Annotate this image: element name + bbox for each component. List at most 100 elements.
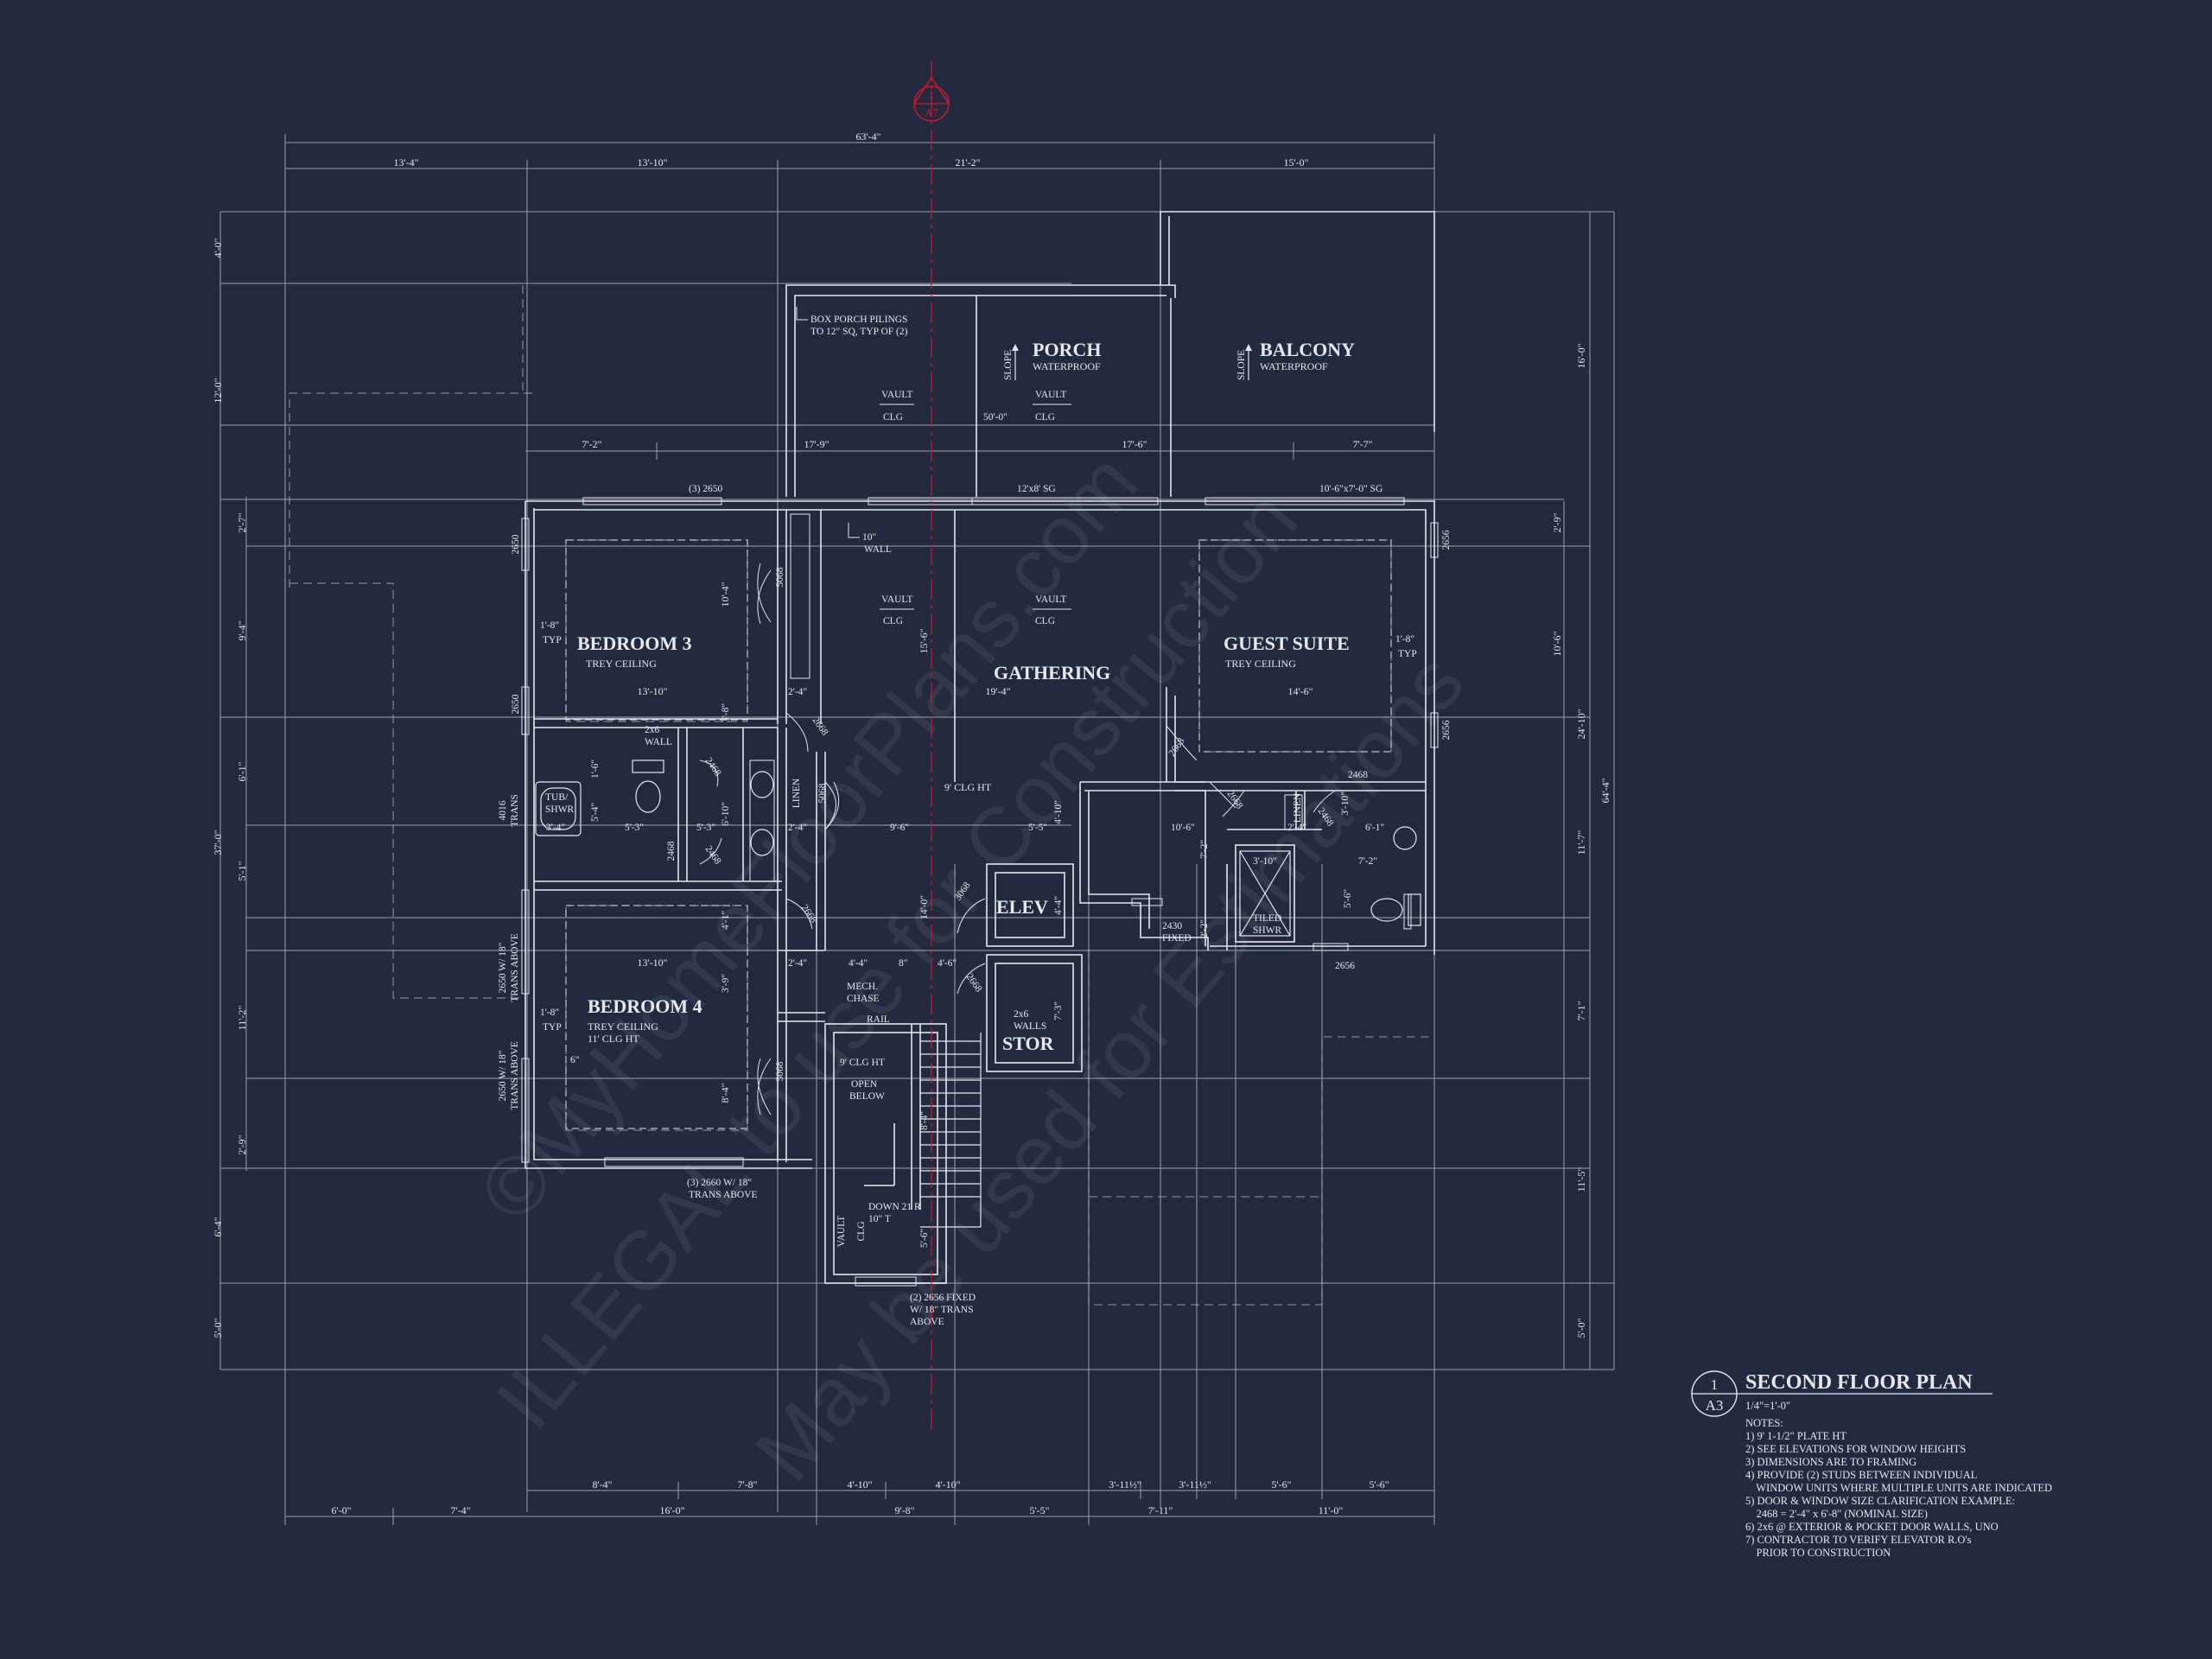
room-note-bedroom-3: TREY CEILING	[586, 658, 657, 670]
dim-2-4-c: 2'-4"	[1287, 823, 1306, 833]
tub-label-2: SHWR	[545, 804, 575, 815]
dim-9-6: 9'-6"	[890, 823, 909, 833]
dim-5-3-b: 5'-3"	[696, 823, 715, 833]
note-4: 4) PROVIDE (2) STUDS BETWEEN INDIVIDUAL	[1745, 1469, 1977, 1481]
door-swings	[699, 563, 1336, 1116]
walls	[524, 211, 1435, 1284]
room-clg-bedroom-4: 11' CLG HT	[588, 1033, 639, 1045]
title-block-sheet: A3	[1706, 1397, 1724, 1414]
wall-2x6-2: WALL	[645, 737, 672, 747]
dim-bottom2-5: 5'-5"	[1029, 1504, 1049, 1516]
door-2468-c: 2468	[666, 841, 677, 861]
note-7: 7) CONTRACTOR TO VERIFY ELEVATOR R.O's	[1745, 1534, 1972, 1546]
typ-label-3: TYP	[543, 1022, 562, 1033]
watermark: ©MyHomeFloorPlans.com ILLEGAL to use for…	[461, 436, 1482, 1497]
dim-top-4: 15'-0"	[1283, 156, 1308, 168]
dim-second-2: 17'-9"	[804, 438, 829, 450]
closet-shelves	[749, 513, 1303, 882]
note-5-cont: 2468 = 2'-4" x 6'-8" (NOMINAL SIZE)	[1745, 1508, 1928, 1520]
room-name-porch: PORCH	[1033, 339, 1101, 360]
note-7-cont: PRIOR TO CONSTRUCTION	[1745, 1547, 1891, 1559]
window-10-6x7-sg: 10'-6"x7'-0" SG	[1319, 484, 1382, 494]
dim-bottom1-4: 4'-10"	[935, 1478, 960, 1491]
room-name-balcony: BALCONY	[1260, 339, 1355, 360]
dim-bottom1-1: 8'-4"	[592, 1478, 612, 1491]
room-name-gathering: GATHERING	[994, 662, 1110, 683]
dim-4-4-a: 4'-4"	[1053, 896, 1064, 915]
note-3: 3) DIMENSIONS ARE TO FRAMING	[1745, 1456, 1916, 1468]
dim-second-4: 7'-7"	[1352, 438, 1372, 450]
note-1: 1) 9' 1-1/2" PLATE HT	[1745, 1430, 1847, 1442]
dim-left-3: 2'-7"	[236, 512, 248, 532]
dim-5-5: 5'-5"	[1028, 823, 1047, 833]
dim-left-5: 6'-1"	[236, 761, 248, 781]
mech-chase-1: MECH.	[847, 982, 878, 992]
dim-7-2-b: 7'-2"	[1358, 856, 1377, 867]
dim-overall-width: 63'-4"	[855, 130, 880, 143]
room-bedroom-3: BEDROOM 3 TREY CEILING 13'-10" 10'-4"	[577, 582, 731, 697]
dim-8-4: 8'-4"	[919, 1111, 930, 1130]
stair-down-1: DOWN 21 R	[868, 1202, 921, 1212]
dim-bottom2-6: 7'-11"	[1148, 1504, 1173, 1516]
wall-10in-2: WALL	[864, 544, 892, 555]
dim-7-2-a: 7'-2"	[1199, 840, 1210, 859]
room-note-porch: WATERPROOF	[1033, 360, 1101, 372]
dim-7-3: 7'-3"	[1053, 1001, 1064, 1020]
note-4-cont: WINDOW UNITS WHERE MULTIPLE UNITS ARE IN…	[1745, 1482, 2052, 1494]
dim-6in: 6"	[570, 1055, 579, 1065]
dim-left-8: 11'-2"	[236, 1006, 248, 1031]
linen-label-2: LINEN	[1293, 792, 1303, 823]
room-name-elev: ELEV	[996, 896, 1048, 918]
trey-ceilings	[565, 539, 1392, 1129]
dim-right-1: 16'-0"	[1575, 343, 1587, 368]
slope-label-porch: SLOPE	[1003, 350, 1014, 380]
dim-6-1: 6'-1"	[1365, 823, 1384, 833]
window-2656-c: 2656	[1335, 961, 1355, 971]
room-gathering: GATHERING 19'-4" 15'-6" 9' CLG HT	[918, 628, 1110, 793]
dim-5-3-a: 5'-3"	[625, 823, 644, 833]
dim-top-2: 13'-10"	[637, 156, 667, 168]
dim-1-6: 1'-6"	[590, 760, 601, 779]
window-2430: 2430	[1162, 921, 1182, 931]
drawing-title: SECOND FLOOR PLAN	[1745, 1371, 1973, 1394]
door-2468-b: 2468	[703, 844, 723, 867]
walls-2x6-1: 2x6	[1014, 1009, 1029, 1020]
door-5068-c: 5068	[775, 1061, 785, 1081]
note-5: 5) DOOR & WINDOW SIZE CLARIFICATION EXAM…	[1745, 1495, 2015, 1507]
windows	[521, 497, 1439, 1287]
dim-bedroom-3-depth: 10'-4"	[719, 582, 731, 607]
window-2468-guest: 2468	[1348, 770, 1368, 780]
vault-label-2: VAULT	[1035, 390, 1066, 400]
dim-right-2: 2'-9"	[1551, 512, 1563, 532]
dim-right-5: 64'-4"	[1599, 778, 1611, 803]
window-2650-trans-b2: TRANS ABOVE	[510, 1041, 520, 1110]
dim-5-6-b: 5'-6"	[919, 1229, 930, 1248]
window-2430-fixed: FIXED	[1162, 933, 1192, 944]
window-4016-trans: TRANS	[510, 794, 520, 827]
dim-left-4: 9'-4"	[236, 620, 248, 640]
dim-top-3: 21'-2"	[955, 156, 980, 168]
room-note-balcony: WATERPROOF	[1260, 360, 1328, 372]
window-12x8-sg: 12'x8' SG	[1017, 484, 1056, 494]
window-2650-b: 2650	[511, 694, 521, 714]
dim-3-9: 3'-9"	[721, 974, 731, 993]
dim-bottom1-6: 3'-11½"	[1179, 1478, 1211, 1491]
dim-gathering-depth: 15'-6"	[918, 628, 930, 653]
dim-second-1: 7'-2"	[582, 438, 601, 450]
notes-heading: NOTES:	[1745, 1417, 1783, 1429]
door-2468-a: 2468	[703, 756, 723, 779]
dim-bottom1-3: 4'-10"	[847, 1478, 872, 1491]
vault-label-1: VAULT	[881, 390, 912, 400]
dim-3-4: 3'-4"	[546, 823, 565, 833]
dim-2-4-a: 2'-4"	[788, 687, 807, 697]
door-5068-b: 5068	[817, 783, 828, 803]
room-balcony: BALCONY WATERPROOF SLOPE	[1236, 339, 1355, 380]
room-name-bedroom-3: BEDROOM 3	[577, 632, 692, 654]
dim-2-2: 2'-2"	[1199, 919, 1210, 938]
vault-label-4: VAULT	[1035, 594, 1066, 605]
clg-label-1: CLG	[883, 412, 903, 423]
window-2650-trans-b: 2650 W/ 18"	[498, 1051, 508, 1102]
dim-bottom1-8: 5'-6"	[1369, 1478, 1389, 1491]
window-4016: 4016	[498, 800, 508, 820]
dim-bottom2-2: 7'-4"	[450, 1504, 470, 1516]
